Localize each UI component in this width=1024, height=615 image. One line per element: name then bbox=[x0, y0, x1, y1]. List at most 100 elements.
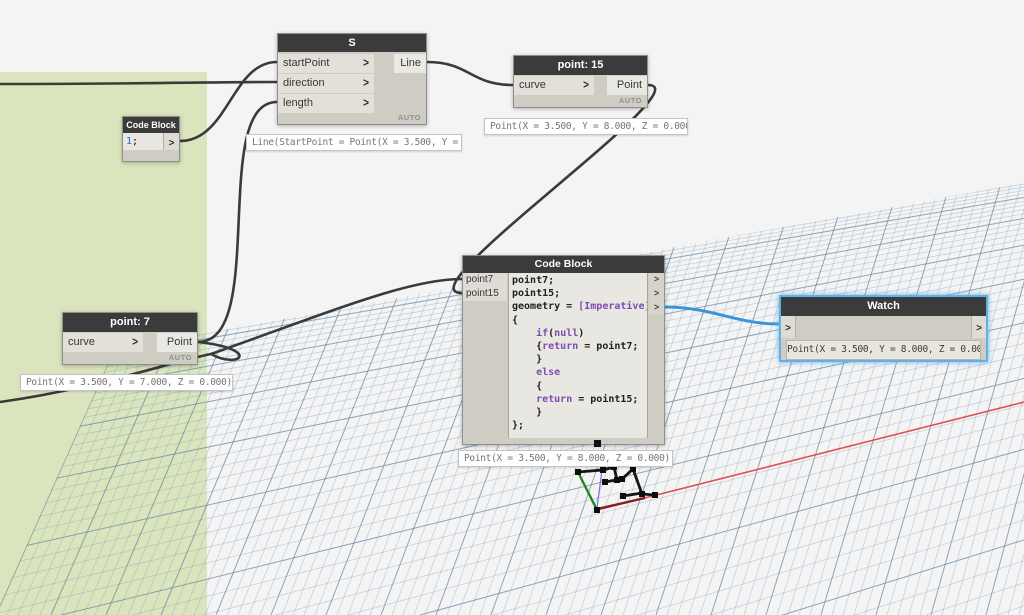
grid-line bbox=[0, 418, 1024, 615]
code-token bbox=[512, 394, 536, 405]
geometry-point-marker bbox=[620, 493, 626, 499]
grid-line bbox=[0, 183, 190, 615]
code-token: ( bbox=[548, 327, 555, 339]
grid-line bbox=[941, 183, 1024, 615]
grid-line bbox=[974, 183, 1024, 615]
grid-line bbox=[908, 183, 1024, 615]
grid-line bbox=[952, 183, 1024, 615]
node-title[interactable]: S bbox=[278, 34, 426, 52]
node-s[interactable]: S startPoint > Line direction > length >… bbox=[277, 33, 427, 125]
code-token: } bbox=[512, 354, 543, 366]
output-port[interactable]: > bbox=[971, 316, 986, 338]
output-port-point[interactable]: Point bbox=[607, 76, 647, 95]
code-token: return bbox=[542, 340, 579, 352]
code-line: geometry = [Imperative] bbox=[512, 300, 647, 313]
node-title[interactable]: Watch bbox=[781, 297, 986, 316]
grid-line bbox=[292, 183, 464, 615]
grid-line bbox=[0, 500, 1024, 615]
lacing-badge-auto: AUTO bbox=[618, 96, 642, 105]
node-code-block-small[interactable]: Code Block 1; > bbox=[122, 116, 180, 162]
grid-line bbox=[0, 404, 1024, 615]
input-port-startpoint[interactable]: startPoint > bbox=[278, 54, 374, 73]
output-port-line[interactable]: Line bbox=[394, 54, 426, 73]
geometry-point-marker bbox=[630, 466, 636, 472]
node-watch[interactable]: Watch > > Point(X = 3.500, Y = 8.000, Z … bbox=[779, 295, 988, 362]
grid-line bbox=[886, 183, 1012, 615]
grid-line bbox=[215, 183, 393, 615]
output-port-point[interactable]: Point bbox=[157, 333, 197, 352]
node-title[interactable]: point: 15 bbox=[514, 56, 647, 75]
output-port[interactable]: > bbox=[164, 133, 179, 150]
output-port-1[interactable]: > bbox=[649, 273, 664, 287]
code-line: if(null) bbox=[512, 327, 644, 340]
code-line: return = point15; bbox=[512, 393, 644, 406]
grid-line bbox=[765, 183, 900, 615]
node-title[interactable]: Code Block bbox=[123, 117, 179, 133]
node-code-block-big[interactable]: Code Block point7 point15 point7;point15… bbox=[462, 255, 665, 445]
grid-line bbox=[182, 183, 362, 615]
lacing-badge-auto: AUTO bbox=[397, 113, 421, 122]
geometry-edge-blue bbox=[596, 469, 603, 509]
port-arrow-icon: > bbox=[363, 96, 369, 111]
code-token bbox=[512, 367, 536, 378]
grid-line bbox=[655, 183, 799, 615]
output-port-3[interactable]: > bbox=[649, 301, 664, 315]
grid-line bbox=[0, 365, 1024, 614]
code-token: null bbox=[554, 327, 579, 339]
geometry-point-marker bbox=[600, 467, 606, 473]
grid-line bbox=[897, 183, 1022, 615]
input-port-point15[interactable]: point15 bbox=[463, 287, 507, 301]
grid-line bbox=[0, 354, 1024, 597]
code-editor[interactable]: point7;point15;geometry = [Imperative]{ … bbox=[508, 273, 648, 438]
grid-line bbox=[787, 183, 921, 615]
node-title[interactable]: Code Block bbox=[463, 256, 664, 273]
code-token: else bbox=[536, 367, 561, 379]
wire-connector[interactable] bbox=[196, 100, 279, 344]
geometry-edge bbox=[576, 468, 605, 474]
grid-line bbox=[270, 183, 443, 615]
grid-line bbox=[754, 183, 890, 615]
code-token: } bbox=[512, 406, 543, 418]
wire-connector-selected[interactable] bbox=[663, 305, 781, 326]
code-line: point15; bbox=[512, 287, 644, 300]
grid-line bbox=[226, 183, 403, 615]
input-port-curve[interactable]: curve > bbox=[63, 333, 143, 352]
grid-line bbox=[798, 183, 931, 615]
wire-connector[interactable] bbox=[425, 60, 515, 87]
grid-line bbox=[160, 183, 342, 615]
wire-connector[interactable] bbox=[0, 80, 279, 86]
input-port[interactable]: > bbox=[781, 316, 796, 338]
port-label: Line bbox=[400, 57, 421, 69]
input-port-direction[interactable]: direction > bbox=[278, 74, 374, 93]
port-arrow-icon: > bbox=[653, 302, 660, 312]
x-axis-line bbox=[596, 401, 1024, 511]
port-label: Point bbox=[166, 336, 192, 348]
preview-bubble-point15: Point(X = 3.500, Y = 8.000, Z = 0.000) bbox=[484, 118, 688, 135]
input-port-curve[interactable]: curve > bbox=[514, 76, 594, 95]
code-token: point7; bbox=[512, 275, 555, 286]
grid-line bbox=[930, 183, 1024, 615]
node-point-15[interactable]: point: 15 curve > Point AUTO bbox=[513, 55, 648, 108]
wire-connector[interactable] bbox=[452, 83, 657, 295]
grid-line bbox=[963, 183, 1024, 615]
wire-connector[interactable] bbox=[196, 277, 464, 362]
input-port-length[interactable]: length > bbox=[278, 94, 374, 113]
y-axis-segment bbox=[576, 471, 599, 511]
code-editor[interactable]: 1; bbox=[123, 133, 164, 150]
input-port-point7[interactable]: point7 bbox=[463, 273, 507, 287]
grid-line bbox=[677, 183, 819, 615]
code-token: ) bbox=[578, 327, 585, 339]
geometry-point-marker bbox=[594, 507, 600, 513]
port-label: curve bbox=[519, 79, 546, 91]
grid-line bbox=[127, 183, 311, 615]
port-arrow-icon: > bbox=[653, 274, 660, 284]
output-port-2[interactable]: > bbox=[649, 287, 664, 301]
node-title[interactable]: point: 7 bbox=[63, 313, 197, 332]
wire-connector[interactable] bbox=[178, 60, 279, 143]
node-point-7[interactable]: point: 7 curve > Point AUTO bbox=[62, 312, 198, 365]
lacing-badge-auto: AUTO bbox=[168, 353, 192, 362]
port-label: length bbox=[283, 97, 313, 109]
port-arrow-icon: > bbox=[363, 76, 369, 91]
grid-line bbox=[0, 482, 1024, 615]
